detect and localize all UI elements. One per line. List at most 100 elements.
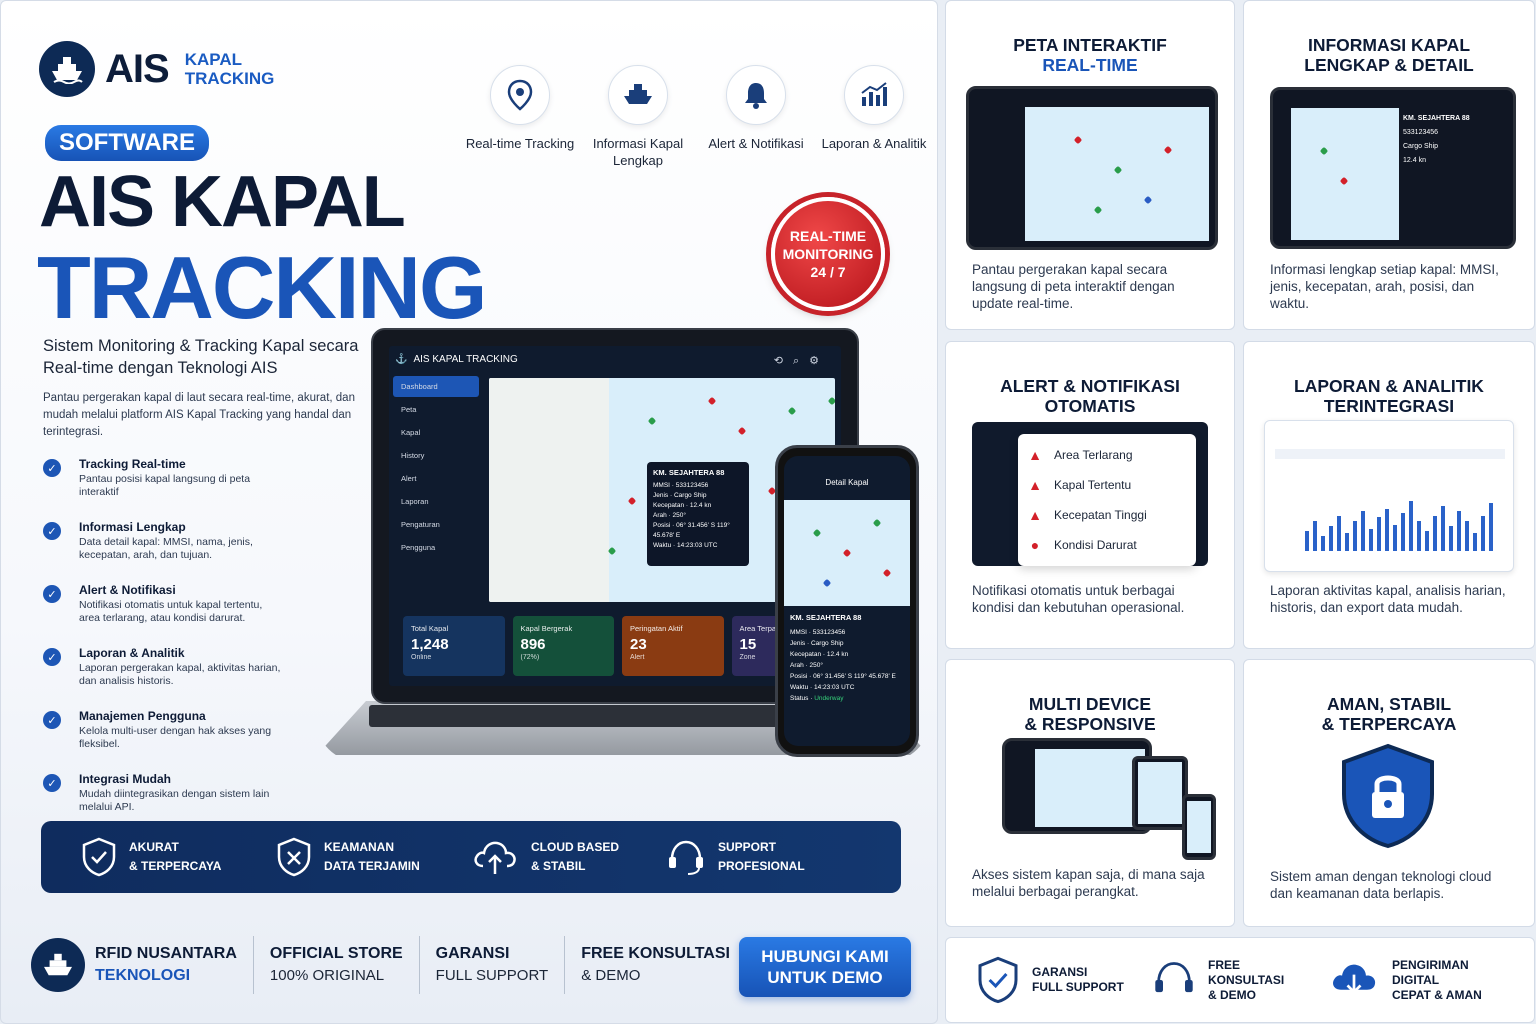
- ship-logo-icon: [39, 41, 95, 97]
- panel-desc: Notifikasi otomatis untuk berbagai kondi…: [972, 583, 1185, 615]
- sidebar-item-dashboard[interactable]: Dashboard: [393, 376, 479, 397]
- ship-marker[interactable]: [812, 528, 822, 538]
- headline-line1: AIS KAPAL: [39, 162, 406, 242]
- alert-circle-icon: ●: [1030, 537, 1040, 553]
- dashboard-screen: ⚓AIS KAPAL TRACKING ⟲⌕⚙ Dashboard Peta K…: [389, 346, 841, 686]
- ship-marker[interactable]: [882, 568, 892, 578]
- phone-screen: Detail Kapal KM. SEJAHTERA 88 MMSI · 533…: [784, 456, 910, 746]
- shield-check-icon: [82, 837, 116, 877]
- check-icon: ✓: [43, 774, 61, 792]
- info-row: MMSI · 533123456: [790, 629, 846, 636]
- alert-item[interactable]: ▲Kecepatan Tinggi: [1028, 507, 1147, 523]
- alert-item[interactable]: ▲Area Terlarang: [1028, 447, 1133, 463]
- benefit-item: CLOUD BASED& STABIL: [471, 838, 666, 876]
- warning-icon: ▲: [1028, 447, 1042, 463]
- panel-aman: AMAN, STABIL& TERPERCAYA Sistem aman den…: [1243, 659, 1535, 927]
- ship-logo-icon: [31, 938, 85, 992]
- description: Pantau pergerakan kapal di laut secara r…: [43, 392, 355, 438]
- ship-marker[interactable]: [787, 406, 797, 416]
- info-row: Jenis · Cargo Ship: [653, 492, 707, 499]
- map-preview: [1138, 762, 1182, 824]
- sidebar-item-peta[interactable]: Peta: [401, 405, 417, 414]
- info-row: Posisi · 06° 31.456' S 119° 45.678' E: [653, 522, 730, 539]
- map-preview: [1035, 749, 1145, 827]
- laptop-mockup: ⚓AIS KAPAL TRACKING ⟲⌕⚙ Dashboard Peta K…: [371, 328, 859, 704]
- cloud-download-icon: [1333, 964, 1376, 994]
- sidebar-item-history[interactable]: History: [401, 451, 425, 460]
- alert-item[interactable]: ▲Kapal Tertentu: [1028, 477, 1132, 493]
- ship-marker[interactable]: [627, 496, 637, 506]
- ship-marker[interactable]: [707, 396, 717, 406]
- location-pin-icon: [490, 65, 550, 125]
- ship-marker[interactable]: [607, 546, 617, 556]
- top-feature-icons: Real-time Tracking Informasi Kapal Lengk…: [461, 65, 933, 169]
- ship-marker: [1163, 145, 1173, 155]
- laptop-preview: [966, 86, 1218, 250]
- phone-vessel-info: KM. SEJAHTERA 88 MMSI · 533123456 Jenis …: [790, 612, 904, 704]
- shield-check-icon: [978, 956, 1018, 1004]
- benefit-item: AKURAT& TERPERCAYA: [81, 837, 276, 877]
- info-row: MMSI · 533123456: [653, 482, 709, 489]
- subtitle: Sistem Monitoring & Tracking Kapal secar…: [43, 337, 359, 377]
- ship-marker[interactable]: [842, 548, 852, 558]
- bell-icon: [726, 65, 786, 125]
- info-row: Arah · 250°: [790, 662, 823, 669]
- ship-marker: [1143, 195, 1153, 205]
- ship-marker[interactable]: [827, 396, 835, 406]
- bar-chart-preview: [1275, 449, 1505, 551]
- sidebar: Dashboard Peta Kapal History Alert Lapor…: [389, 374, 483, 686]
- sidebar-item-alert[interactable]: Alert: [401, 474, 417, 483]
- ship-marker[interactable]: [647, 416, 657, 426]
- brand-name: AIS: [105, 46, 170, 91]
- info-row: Posisi · 06° 31.456' S 119° 45.678' E: [790, 673, 896, 680]
- sidebar-item-pengguna[interactable]: Pengguna: [401, 543, 436, 552]
- map-preview: [1291, 108, 1399, 240]
- ship-marker[interactable]: [737, 426, 747, 436]
- contact-demo-button[interactable]: HUBUNGI KAMI UNTUK DEMO: [739, 937, 911, 997]
- info-row: Arah · 250°: [653, 512, 686, 519]
- sidebar-item-kapal[interactable]: Kapal: [401, 428, 421, 437]
- ship-marker[interactable]: [872, 518, 882, 528]
- info-row: Waktu · 14:23:03 UTC: [790, 684, 855, 691]
- header-icons[interactable]: ⟲⌕⚙: [773, 355, 829, 367]
- cloud-upload-icon: [474, 841, 516, 874]
- brand-logo: AIS KAPAL TRACKING: [39, 41, 274, 97]
- top-icon-item: Real-time Tracking: [461, 65, 579, 169]
- shield-lock-icon: [277, 837, 311, 877]
- info-row: Waktu · 14:23:03 UTC: [653, 542, 718, 549]
- warning-icon: ▲: [1028, 477, 1042, 493]
- map-preview: [1187, 801, 1211, 853]
- check-icon: ✓: [43, 648, 61, 666]
- ship-marker[interactable]: [822, 578, 832, 588]
- alert-list: ▲Area Terlarang ▲Kapal Tertentu ▲Kecepat…: [1018, 434, 1196, 566]
- sidebar-item-pengaturan[interactable]: Pengaturan: [401, 520, 440, 529]
- sidebar-item-laporan[interactable]: Laporan: [401, 497, 429, 506]
- company-name: RFID NUSANTARA TEKNOLOGI: [95, 945, 237, 984]
- headset-icon: [1155, 962, 1193, 993]
- panel-desc: Sistem aman dengan teknologi cloud dan k…: [1270, 869, 1492, 901]
- check-icon: ✓: [43, 459, 61, 477]
- ship-marker: [1093, 205, 1103, 215]
- main-poster: AIS KAPAL TRACKING SOFTWARE AIS KAPAL TR…: [0, 0, 938, 1024]
- phone-map[interactable]: [784, 500, 910, 606]
- map-land: [489, 378, 609, 602]
- check-icon: ✓: [43, 585, 61, 603]
- panel-desc: Pantau pergerakan kapal secara langsung …: [972, 262, 1175, 311]
- ship-marker: [1073, 135, 1083, 145]
- check-icon: ✓: [43, 711, 61, 729]
- headline-line2: TRACKING: [37, 238, 487, 337]
- shield-lock-icon: [1342, 743, 1434, 849]
- alert-item[interactable]: ●Kondisi Darurat: [1028, 530, 1186, 560]
